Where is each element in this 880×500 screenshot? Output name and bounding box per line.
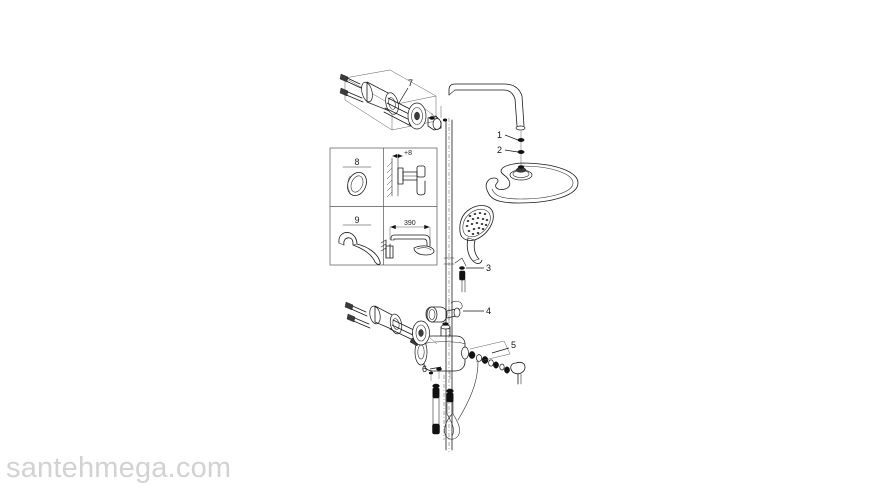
detail-box-grid (329, 147, 438, 266)
dimension-wall-offset: +8 (404, 150, 412, 157)
callout-2: 2 (497, 145, 502, 155)
fixing-screws-lower (428, 367, 451, 381)
callout-leaders (398, 87, 519, 370)
rain-shower-head (485, 131, 579, 204)
shower-arm (448, 83, 526, 131)
o-ring-illustration (347, 171, 367, 197)
shower-holder-bracket (425, 300, 463, 330)
lower-union-exploded (344, 301, 438, 347)
shower-hose-assembly (432, 361, 479, 440)
callout-6: 6 (422, 364, 427, 374)
callout-7: 7 (408, 78, 413, 88)
callout-4: 4 (486, 306, 491, 316)
detail-number-8: 8 (354, 157, 359, 167)
spout-projection-illustration (380, 224, 435, 259)
valve-body (414, 322, 469, 372)
callout-5: 5 (511, 340, 516, 350)
hand-shower (454, 205, 494, 293)
detail-number-9: 9 (354, 215, 359, 225)
dimension-spout-projection: 390 (404, 220, 416, 227)
callout-1: 1 (497, 130, 502, 140)
callout-3: 3 (486, 263, 491, 273)
site-watermark: santehmega.com (6, 452, 232, 484)
wall-union-exploded (339, 69, 448, 131)
wall-offset-illustration (386, 153, 426, 198)
bath-spout-illustration (338, 232, 381, 265)
cartridge-assembly-parts (468, 340, 526, 385)
